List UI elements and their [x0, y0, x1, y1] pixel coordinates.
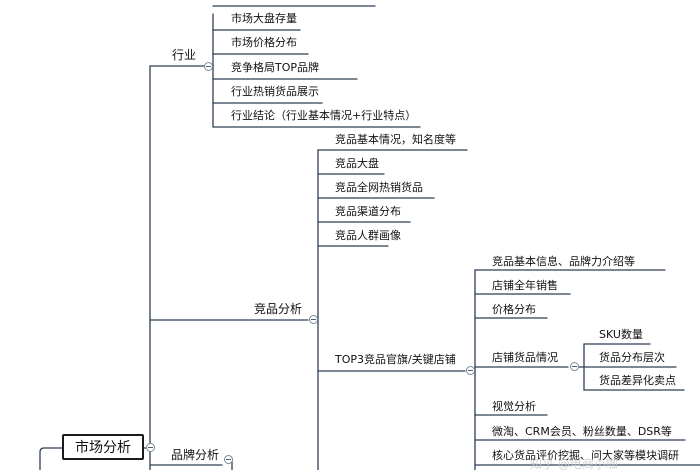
- zhihu-watermark: 知乎 @电商小咖: [530, 457, 618, 471]
- top3-node[interactable]: TOP3竞品官旗/关键店铺: [335, 353, 456, 366]
- competitor-item[interactable]: 竞品渠道分布: [335, 205, 401, 218]
- industry-item[interactable]: 行业结论（行业基本情况+行业特点）: [231, 109, 417, 122]
- competitor-item[interactable]: 竞品全网热销货品: [335, 181, 423, 194]
- top3-item[interactable]: 价格分布: [492, 303, 536, 316]
- top3-item[interactable]: 竞品基本信息、品牌力介绍等: [492, 255, 635, 268]
- industry-item[interactable]: 行业热销货品展示: [231, 85, 319, 98]
- root-collapse-toggle[interactable]: [146, 443, 155, 452]
- store-goods-item[interactable]: SKU数量: [599, 328, 643, 341]
- brand-collapse-toggle[interactable]: [224, 455, 233, 464]
- root-node-label: 市场分析: [75, 440, 131, 456]
- industry-item[interactable]: 市场价格分布: [231, 36, 297, 49]
- top3-item[interactable]: 店铺全年销售: [492, 279, 558, 292]
- competitor-item[interactable]: 竞品大盘: [335, 157, 379, 170]
- store-goods-item[interactable]: 货品差异化卖点: [599, 374, 676, 387]
- root-node-market-analysis[interactable]: 市场分析: [62, 434, 144, 460]
- top3-item[interactable]: 微淘、CRM会员、粉丝数量、DSR等: [492, 425, 672, 438]
- store-goods-item[interactable]: 货品分布层次: [599, 351, 665, 364]
- store-goods-collapse-toggle[interactable]: [570, 362, 579, 371]
- top3-item[interactable]: 核心货品评价挖掘、问大家等模块调研: [492, 449, 679, 462]
- branch-node-competitor[interactable]: 竞品分析: [254, 302, 303, 316]
- branch-node-brand[interactable]: 品牌分析: [171, 448, 220, 462]
- competitor-item[interactable]: 竞品基本情况，知名度等: [335, 133, 456, 146]
- store-goods-node[interactable]: 店铺货品情况: [492, 351, 558, 364]
- top3-collapse-toggle[interactable]: [466, 366, 475, 375]
- root-spine: [149, 65, 161, 470]
- industry-item[interactable]: 市场大盘存量: [231, 12, 297, 25]
- branch-node-industry[interactable]: 行业: [172, 48, 197, 62]
- competitor-item[interactable]: 竞品人群画像: [335, 229, 401, 242]
- root-left-stub: [39, 447, 63, 470]
- industry-item[interactable]: 竞争格局TOP品牌: [231, 61, 320, 74]
- industry-collapse-toggle[interactable]: [204, 62, 213, 71]
- top3-item[interactable]: 视觉分析: [492, 400, 536, 413]
- competitor-collapse-toggle[interactable]: [309, 315, 318, 324]
